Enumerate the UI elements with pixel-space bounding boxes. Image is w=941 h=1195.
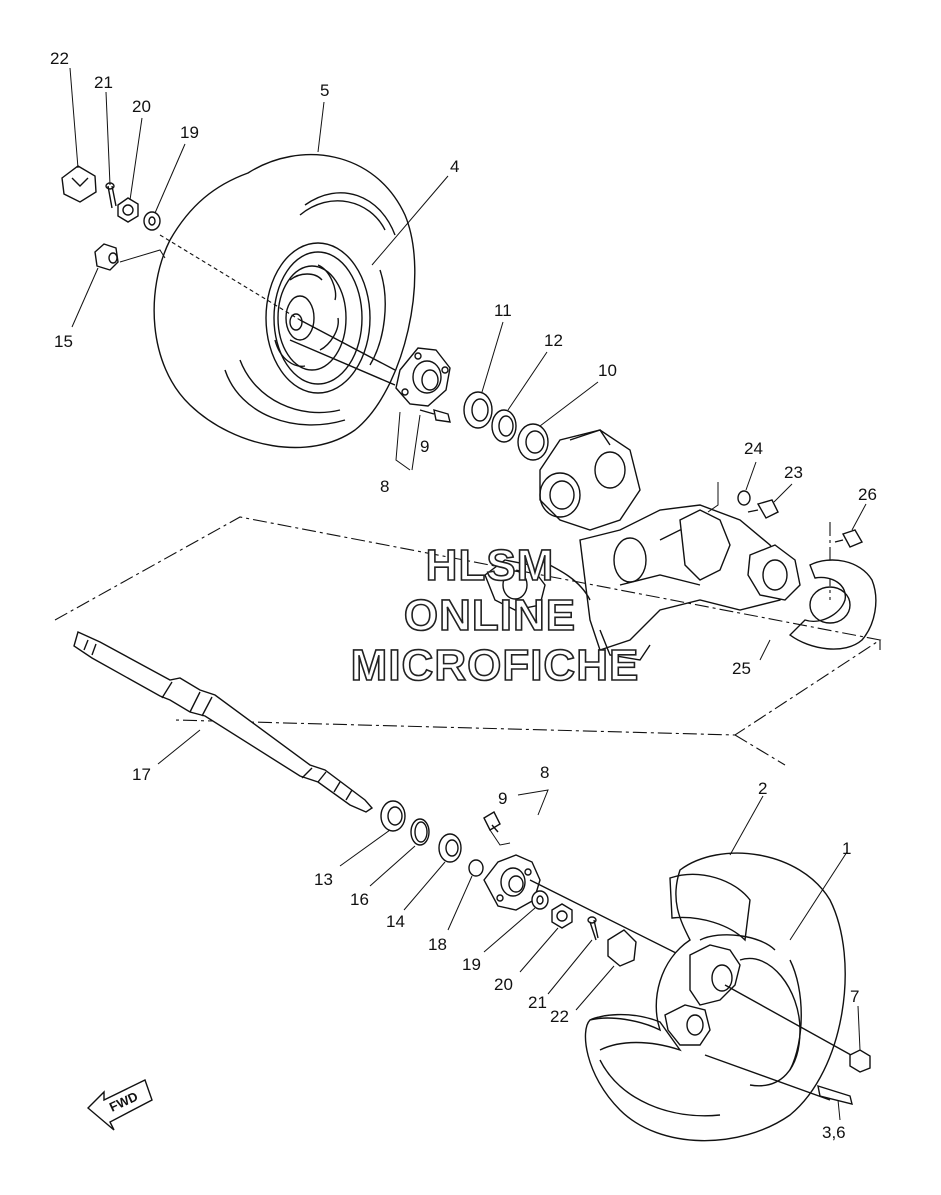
leader-lines <box>69 67 867 1121</box>
upper-rim <box>265 242 371 394</box>
label-26: 26 <box>858 485 877 504</box>
label-22-lower: 22 <box>550 1007 569 1026</box>
washer-19-lower <box>531 890 549 910</box>
cotter-pin-21-upper <box>105 182 117 209</box>
label-5: 5 <box>320 81 329 100</box>
fwd-arrow-icon: FWD <box>86 1079 153 1131</box>
label-18: 18 <box>428 935 447 954</box>
label-4: 4 <box>450 157 459 176</box>
label-7: 7 <box>850 987 859 1006</box>
label-23: 23 <box>784 463 803 482</box>
seal-12 <box>491 409 517 443</box>
label-19-lower: 19 <box>462 955 481 974</box>
circlip-16 <box>410 818 430 846</box>
label-20-upper: 20 <box>132 97 151 116</box>
bearing-13 <box>380 800 406 832</box>
valve-3-6 <box>817 1084 853 1105</box>
label-17: 17 <box>132 765 151 784</box>
label-9-lower: 9 <box>498 789 507 808</box>
cotter-pin-21-lower <box>587 916 599 941</box>
bolt-23 <box>747 499 779 519</box>
label-24: 24 <box>744 439 763 458</box>
axle-shaft-17 <box>73 631 374 813</box>
bearing-10 <box>517 423 549 461</box>
label-11: 11 <box>494 301 512 320</box>
lower-rim <box>664 944 801 1087</box>
bolt-9-upper <box>419 409 451 423</box>
label-21-lower: 21 <box>528 993 547 1012</box>
watermark-line-3: MICROFICHE <box>351 641 640 690</box>
label-1: 1 <box>842 839 851 858</box>
watermark: HLSM ONLINE MICROFICHE <box>350 540 640 691</box>
label-14: 14 <box>386 912 405 931</box>
label-13: 13 <box>314 870 333 889</box>
nut-7 <box>849 1049 871 1073</box>
label-21-upper: 21 <box>94 73 113 92</box>
guard-plate-25 <box>788 559 877 650</box>
nut-20-upper <box>117 197 139 223</box>
label-10: 10 <box>598 361 617 380</box>
washer-19-upper <box>143 211 161 231</box>
washer-24 <box>737 490 751 506</box>
watermark-line-1: HLSM <box>426 541 555 590</box>
nut-20-lower <box>551 903 573 929</box>
o-ring-18 <box>468 859 484 877</box>
label-8-lower: 8 <box>540 763 549 782</box>
label-25: 25 <box>732 659 751 678</box>
bolt-26 <box>834 529 864 548</box>
seal-14 <box>438 833 462 863</box>
watermark-line-2: ONLINE <box>404 591 576 640</box>
label-12: 12 <box>544 331 563 350</box>
wheel-cap-22-lower <box>607 929 637 967</box>
label-3-6: 3,6 <box>822 1123 846 1142</box>
label-20-lower: 20 <box>494 975 513 994</box>
label-19-upper: 19 <box>180 123 199 142</box>
part-labels: 22 21 20 19 5 4 15 11 12 10 9 8 24 23 26… <box>50 49 877 1142</box>
bearing-11 <box>463 391 493 429</box>
label-9-upper: 9 <box>420 437 429 456</box>
label-8-upper: 8 <box>380 477 389 496</box>
bolt-9-lower <box>483 811 501 833</box>
nut-15 <box>94 243 119 271</box>
hub-8-lower <box>483 854 541 911</box>
label-2: 2 <box>758 779 767 798</box>
axle-housing <box>484 429 801 661</box>
label-16: 16 <box>350 890 369 909</box>
label-15: 15 <box>54 332 73 351</box>
hub-8-upper <box>395 347 451 407</box>
wheel-cap-22-upper <box>61 165 97 203</box>
label-22-upper: 22 <box>50 49 69 68</box>
